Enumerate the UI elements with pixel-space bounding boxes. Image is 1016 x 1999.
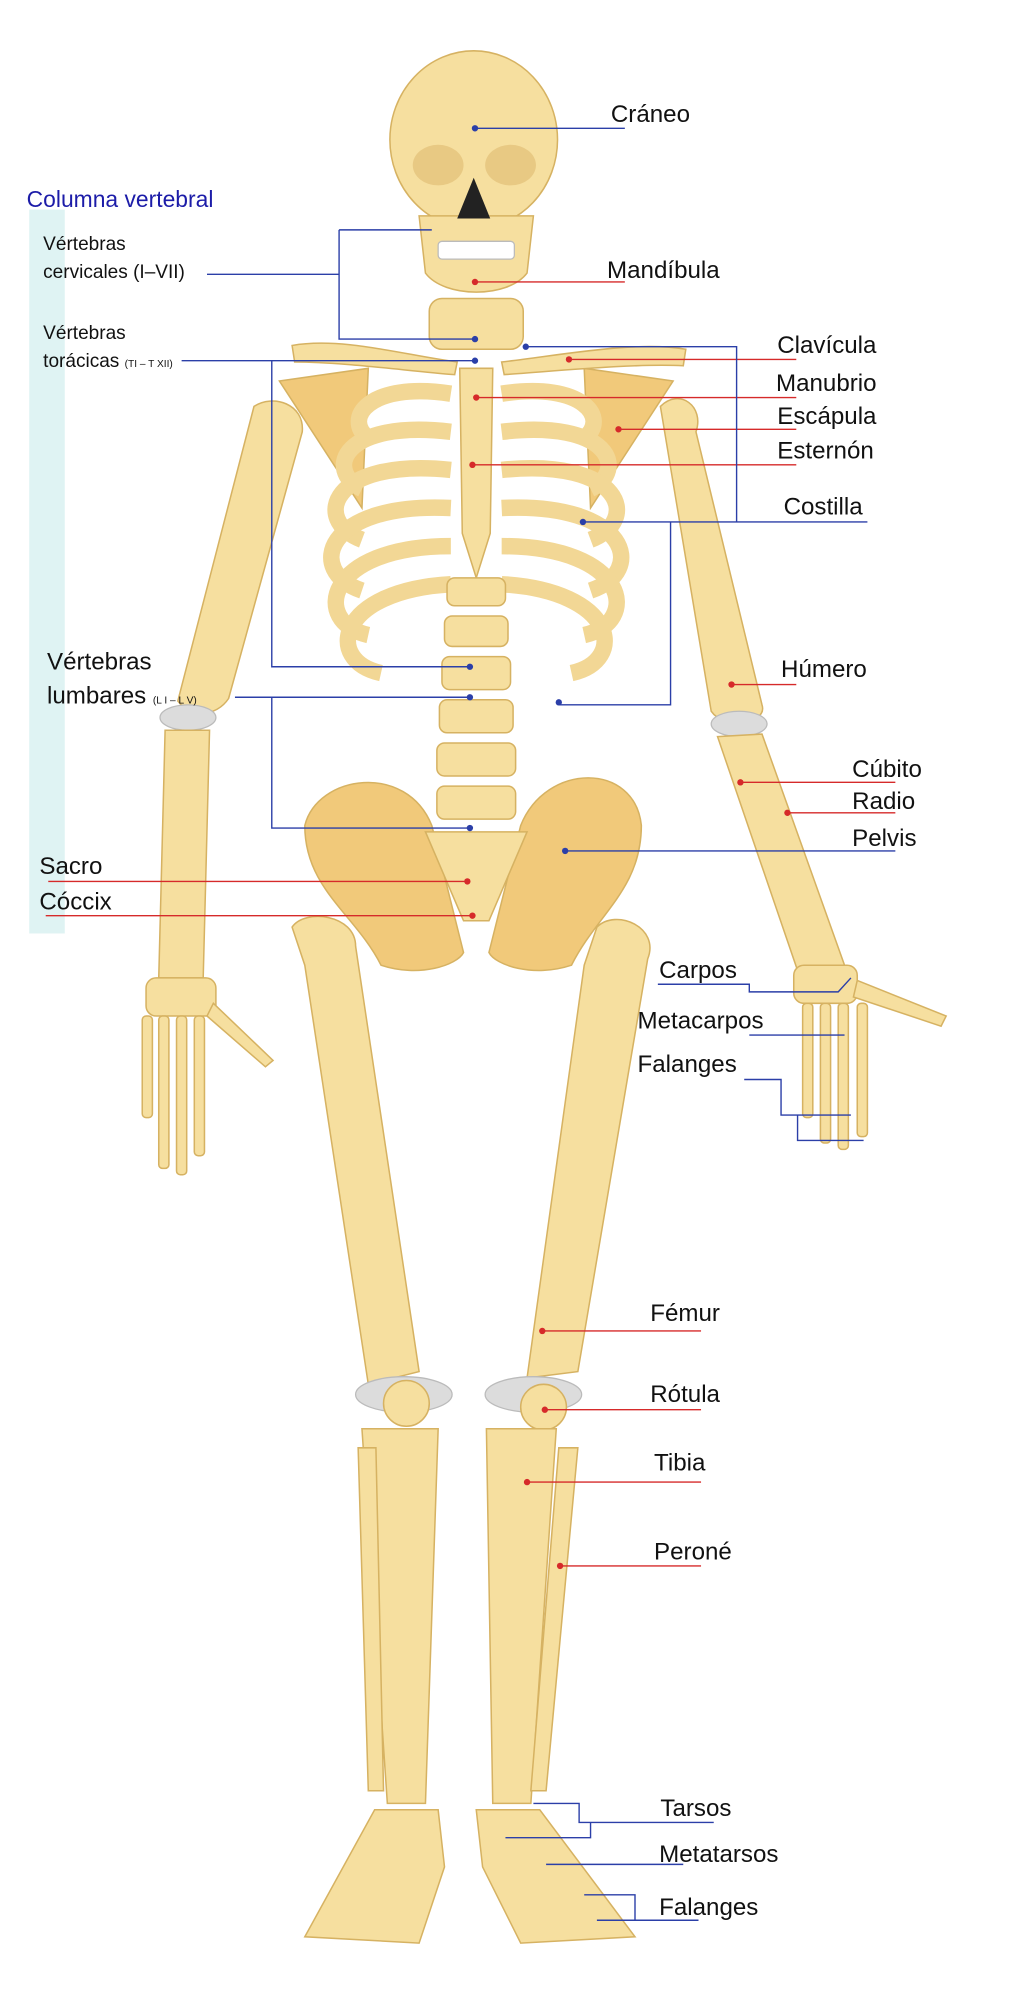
label-fibula: Peroné — [654, 1539, 732, 1566]
label-tibia: Tibia — [654, 1450, 706, 1477]
right-orbit — [485, 144, 536, 186]
label-cervical-line1: Vértebras — [43, 234, 126, 255]
label-sternum: Esternón — [777, 437, 874, 464]
label-metatarsals: Metatarsos — [659, 1841, 778, 1868]
sternum — [458, 367, 494, 581]
left-clavicle — [291, 342, 459, 376]
label-metacarpals: Metacarpos — [638, 1008, 764, 1035]
left-forearm — [157, 729, 211, 979]
left-hand — [141, 977, 275, 1176]
nasal-cavity — [457, 177, 491, 219]
label-thoracic-line1: Vértebras — [43, 323, 126, 344]
label-clavicle: Clavícula — [777, 332, 877, 359]
left-patella — [382, 1379, 431, 1427]
label-foot-phalanges: Falanges — [659, 1894, 758, 1921]
sacrum — [424, 831, 529, 922]
right-forearm — [716, 733, 846, 979]
label-manubrium: Manubrio — [776, 370, 877, 397]
right-femur — [526, 918, 651, 1379]
label-rib: Costilla — [784, 493, 864, 520]
label-coccyx: Cóccix — [39, 888, 111, 915]
right-elbow — [710, 710, 768, 738]
label-hand-phalanges: Falanges — [638, 1051, 737, 1078]
spine — [428, 297, 525, 820]
right-humerus — [659, 397, 764, 724]
label-mandible: Mandíbula — [607, 257, 720, 284]
label-thoracic-line2: torácicas (TI – T XII) — [43, 351, 173, 372]
right-fibula — [530, 1447, 579, 1792]
label-patella: Rótula — [650, 1381, 720, 1408]
right-hand — [792, 964, 948, 1151]
right-tibia — [485, 1427, 558, 1805]
label-radius: Radio — [852, 788, 915, 815]
vertebral-column-title: Columna vertebral — [27, 186, 214, 212]
left-foot — [303, 1808, 446, 1944]
left-femur — [291, 915, 420, 1386]
rib-cage — [323, 382, 630, 682]
label-sacrum: Sacro — [39, 853, 102, 880]
label-femur: Fémur — [650, 1300, 720, 1327]
label-scapula: Escápula — [777, 403, 877, 430]
left-fibula — [357, 1447, 385, 1792]
label-ulna: Cúbito — [852, 756, 922, 783]
label-carpals: Carpos — [659, 957, 737, 984]
label-lumbar-line2: lumbares (L I – L V) — [47, 683, 197, 710]
right-ilium — [488, 777, 643, 972]
label-tarsals: Tarsos — [660, 1795, 731, 1822]
left-elbow — [159, 704, 217, 731]
label-pelvis: Pelvis — [852, 825, 916, 852]
label-skull: Cráneo — [611, 101, 690, 128]
label-humerus: Húmero — [781, 656, 867, 683]
teeth — [437, 240, 515, 260]
right-foot — [475, 1808, 637, 1944]
label-lumbar-line1: Vértebras — [47, 648, 152, 675]
label-cervical-line2: cervicales (I–VII) — [43, 262, 185, 283]
left-orbit — [412, 144, 464, 186]
vertebral-column-band — [29, 209, 65, 934]
